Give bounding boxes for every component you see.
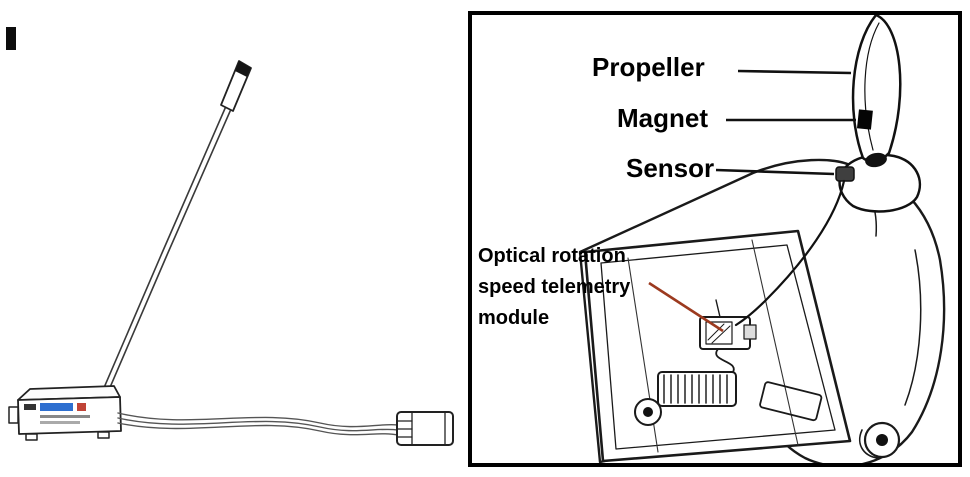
- module-leader-line: [648, 281, 724, 333]
- propeller-leader-line: [737, 69, 852, 75]
- servo-lead-cable: [117, 412, 399, 436]
- propeller-label: Propeller: [592, 52, 705, 82]
- sensor-leader-line: [715, 168, 835, 176]
- motor-block: [657, 371, 737, 407]
- module-label: Optical rotation speed telemetry module: [478, 245, 631, 329]
- battery-tray: [759, 381, 823, 422]
- airplane-drawing: [578, 15, 946, 463]
- sensor-cable: [734, 179, 846, 327]
- optical-sensor-connector: [220, 60, 252, 112]
- magnet-label: Magnet: [617, 103, 708, 133]
- sensor-lead-cable: [99, 96, 236, 400]
- telemetry-module-drawing: [6, 27, 454, 446]
- module-print-dark: [24, 404, 36, 410]
- servo-plug-connector: [396, 411, 454, 446]
- module-print-red: [77, 403, 86, 411]
- round-mount: [634, 398, 662, 426]
- module-print-blue: [40, 403, 73, 411]
- wheel: [858, 421, 901, 459]
- artifact-mark: [6, 27, 16, 50]
- telemetry-module-body: [8, 385, 122, 441]
- sensor-label: Sensor: [626, 153, 715, 183]
- sensor: [835, 166, 855, 182]
- magnet: [856, 109, 873, 130]
